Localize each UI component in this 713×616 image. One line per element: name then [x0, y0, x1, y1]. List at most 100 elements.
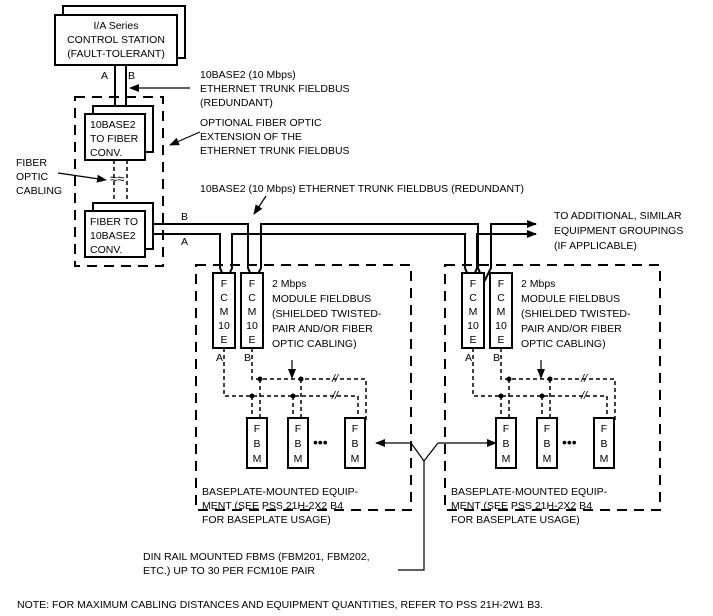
module-fieldbus-label: OPTIC CABLING) — [521, 338, 606, 350]
baseplate-label: BASEPLATE-MOUNTED EQUIP- — [451, 486, 608, 498]
baseplate-label: FOR BASEPLATE USAGE) — [202, 514, 331, 526]
fcm-port-a-label: A — [465, 352, 472, 364]
fcm10e-a-letter: F — [470, 278, 476, 290]
trunk-label-top-1: 10BASE2 (10 Mbps) — [200, 69, 296, 81]
module-fieldbus-label: MODULE FIELDBUS — [521, 293, 620, 305]
converter-bottom-line-1: FIBER TO — [90, 216, 138, 228]
fbm-letter: F — [601, 423, 607, 435]
fcm10e-b-letter: F — [249, 278, 255, 290]
fbm-letter: F — [295, 423, 301, 435]
fbm-letter: M — [294, 453, 303, 465]
cable-break-icon: // — [331, 373, 339, 385]
group-boundary — [444, 264, 661, 511]
module-fieldbus-label: PAIR AND/OR FIBER — [521, 323, 622, 335]
bus-b-label: B — [181, 211, 188, 223]
converter-top-line-1: 10BASE2 — [90, 119, 136, 131]
converter-bottom-line-3: CONV. — [90, 244, 122, 256]
control-station-line-1: I/A Series — [94, 20, 139, 32]
port-b-label: B — [128, 70, 135, 82]
fcm10e-b-letter: 10 — [246, 320, 258, 332]
din-rail-label-2: ETC.) UP TO 30 PER FCM10E PAIR — [143, 565, 315, 577]
fcm10e-b-letter: 10 — [495, 320, 507, 332]
fcm10e-a-letter: M — [469, 306, 478, 318]
cable-break-icon: // — [580, 390, 588, 402]
module-fieldbus-label: 2 Mbps — [272, 278, 306, 290]
converter-top-line-3: CONV. — [90, 147, 122, 159]
baseplate-label: MENT (SEE PSS 21H-2X2 B4 — [202, 500, 343, 512]
fcm10e-b-letter: C — [497, 292, 505, 304]
fbm-module — [287, 417, 309, 469]
fbm-letter: F — [352, 423, 358, 435]
fiber-extension-boundary — [74, 96, 164, 267]
fiber-cabling-arrow — [57, 172, 107, 183]
converter-bottom-line-2: 10BASE2 — [90, 230, 136, 242]
port-a-label: A — [101, 70, 108, 82]
module-fieldbus-label: (SHIELDED TWISTED- — [272, 308, 382, 320]
fbm-letter: B — [543, 438, 550, 450]
fbm-letter: B — [351, 438, 358, 450]
fbm-module — [536, 417, 558, 469]
group-boundary — [195, 264, 412, 511]
baseplate-label: FOR BASEPLATE USAGE) — [451, 514, 580, 526]
converter-10base2-to-fiber: 10BASE2 TO FIBER CONV. — [84, 105, 154, 161]
baseplate-label: MENT (SEE PSS 21H-2X2 B4 — [451, 500, 592, 512]
fcm10e-b-letter: M — [497, 306, 506, 318]
cable-break-icon: // — [331, 390, 339, 402]
fcm10e-b-letter: M — [248, 306, 257, 318]
trunk-label-top-2: ETHERNET TRUNK FIELDBUS — [200, 83, 350, 95]
trunk-label-mid: 10BASE2 (10 Mbps) ETHERNET TRUNK FIELDBU… — [200, 183, 524, 195]
module-fieldbus-label: OPTIC CABLING) — [272, 338, 357, 350]
cable-break-icon: // — [580, 373, 588, 385]
fcm-port-b-label: B — [493, 352, 500, 364]
bus-a-label: A — [181, 236, 188, 248]
fcm10e-a-letter: C — [469, 292, 477, 304]
fbm-letter: B — [253, 438, 260, 450]
optional-fiber-arrow — [169, 131, 201, 146]
additional-label-2: EQUIPMENT GROUPINGS — [554, 225, 683, 237]
optional-fiber-label-3: ETHERNET TRUNK FIELDBUS — [200, 145, 350, 157]
fbm-letter: F — [254, 423, 260, 435]
fbm-letter: B — [294, 438, 301, 450]
ellipsis-icon: ••• — [562, 434, 577, 450]
fcm-port-a-label: A — [216, 352, 223, 364]
module-fieldbus-label: (SHIELDED TWISTED- — [521, 308, 631, 320]
din-rail-fork — [410, 442, 439, 463]
fcm10e-a-letter: E — [469, 334, 476, 346]
module-fieldbus-label: MODULE FIELDBUS — [272, 293, 371, 305]
module-fieldbus-b — [500, 348, 616, 420]
fiber-break-icon: ≈≈ — [110, 171, 124, 186]
trunk-bus-b — [153, 220, 537, 285]
fcm10e-a-letter: F — [221, 278, 227, 290]
fcm10e-b-letter: C — [248, 292, 256, 304]
footnote: NOTE: FOR MAXIMUM CABLING DISTANCES AND … — [17, 599, 543, 611]
fbm-letter: B — [502, 438, 509, 450]
fiber-cabling-label-2: OPTIC — [16, 171, 49, 183]
fbm-letter: M — [600, 453, 609, 465]
fbm-letter: M — [543, 453, 552, 465]
trunk-label-top-3: (REDUNDANT) — [200, 97, 273, 109]
trunk-mid-arrow — [253, 195, 267, 215]
fcm10e-a-letter: C — [220, 292, 228, 304]
fbm-letter: M — [351, 453, 360, 465]
fbm-module — [344, 417, 366, 469]
fcm10e-a-letter: E — [220, 334, 227, 346]
optional-fiber-label-2: EXTENSION OF THE — [200, 131, 302, 143]
baseplate-label: BASEPLATE-MOUNTED EQUIP- — [202, 486, 359, 498]
fbm-letter: M — [502, 453, 511, 465]
control-station: I/A Series CONTROL STATION (FAULT-TOLERA… — [54, 5, 186, 66]
fcm10e-b-letter: E — [248, 334, 255, 346]
fcm10e-b-letter: E — [497, 334, 504, 346]
additional-label-3: (IF APPLICABLE) — [554, 240, 637, 252]
fbm-letter: F — [544, 423, 550, 435]
module-fieldbus-label: 2 Mbps — [521, 278, 555, 290]
fbm-letter: M — [253, 453, 262, 465]
module-fieldbus-label: PAIR AND/OR FIBER — [272, 323, 373, 335]
fcm10e-a-letter: 10 — [467, 320, 479, 332]
control-station-line-2: CONTROL STATION — [67, 34, 165, 46]
converter-fiber-to-10base2: FIBER TO 10BASE2 CONV. — [84, 202, 154, 258]
fcm10e-a-letter: M — [220, 306, 229, 318]
converter-top-line-2: TO FIBER — [90, 133, 139, 145]
module-fieldbus-b — [251, 348, 367, 420]
